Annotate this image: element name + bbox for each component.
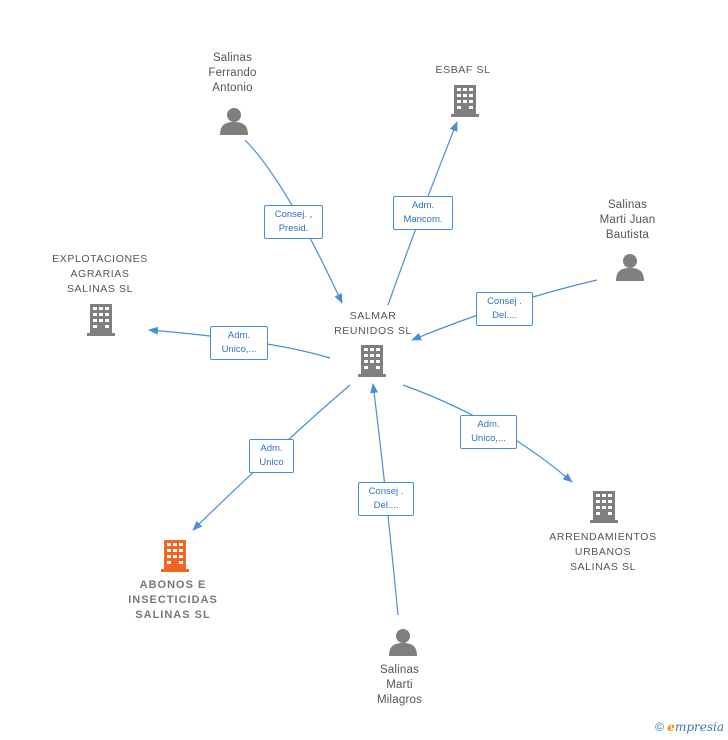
node-label-salinas-marti-milagros[interactable]: Salinas Marti Milagros [376, 664, 423, 706]
node-label-arrendamientos[interactable]: ARRENDAMIENTOS URBANOS SALINAS SL [549, 531, 657, 573]
node-label-abonos[interactable]: ABONOS E INSECTICIDAS SALINAS SL [128, 579, 218, 621]
node-label-salinas-ferrando[interactable]: Salinas Ferrando Antonio [208, 52, 257, 94]
node-label-esbaf[interactable]: ESBAF SL [435, 64, 491, 76]
person-icon [220, 108, 248, 135]
brand-logo: empresia [667, 720, 724, 734]
building-icon [87, 304, 115, 336]
edge-label-arrendamientos[interactable]: Adm. Unico,... [460, 415, 517, 449]
building-icon [161, 540, 189, 572]
edge-ferrando-to-center [244, 139, 343, 304]
person-icon [616, 254, 644, 281]
edge-label-marti-juan[interactable]: Consej . Del.... [476, 292, 533, 326]
person-icon [389, 629, 417, 656]
copyright-icon: © [655, 720, 664, 734]
edge-label-ferrando[interactable]: Consej. , Presid. [264, 205, 323, 239]
edge-label-explotaciones[interactable]: Adm. Unico,... [210, 326, 268, 360]
building-icon [590, 491, 618, 523]
edge-label-abonos[interactable]: Adm. Unico [249, 439, 294, 473]
building-icon [451, 85, 479, 117]
node-label-center[interactable]: SALMAR REUNIDOS SL [334, 310, 412, 337]
node-label-salinas-marti-juan[interactable]: Salinas Marti Juan Bautista [599, 199, 656, 241]
edge-label-esbaf[interactable]: Adm. Mancom. [393, 196, 453, 230]
footer-brand[interactable]: © empresia [655, 720, 724, 734]
building-icon [358, 345, 386, 377]
node-label-explotaciones[interactable]: EXPLOTACIONES AGRARIAS SALINAS SL [52, 253, 148, 295]
edge-label-milagros[interactable]: Consej . Del.... [358, 482, 414, 516]
